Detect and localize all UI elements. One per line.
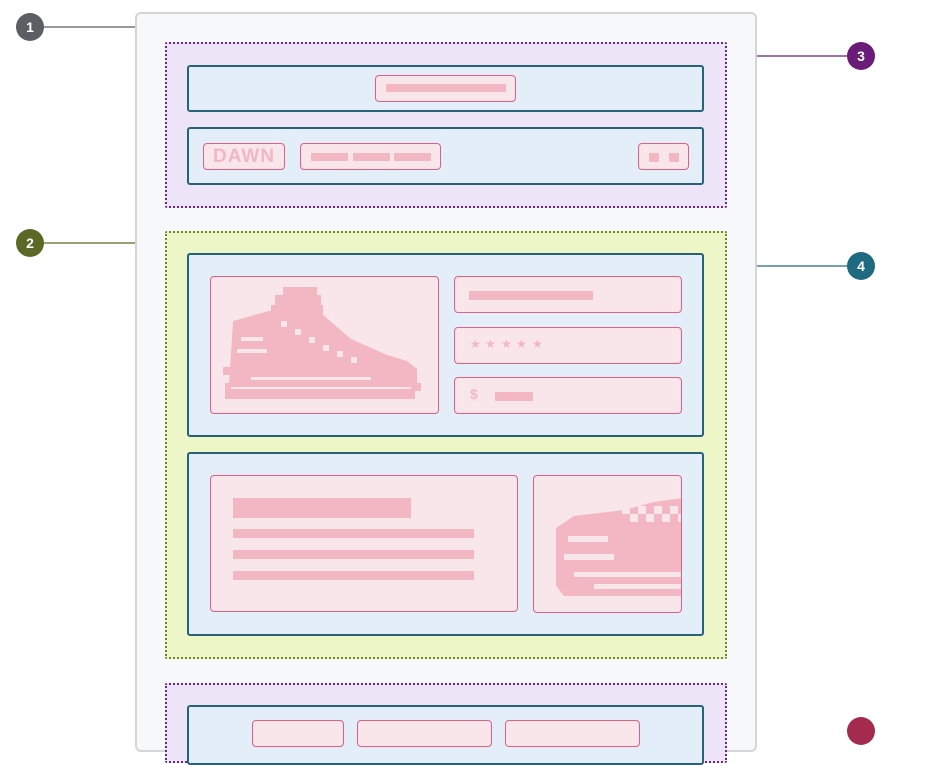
search-icon[interactable] (649, 153, 659, 162)
menu-item-placeholder[interactable] (311, 153, 348, 161)
sneaker-icon (556, 498, 681, 596)
star-icon: ★ (532, 337, 543, 351)
callout-badge-3: 3 (847, 42, 875, 70)
callout-badge-partial (847, 717, 875, 745)
star-icon: ★ (516, 337, 527, 351)
feature-image (533, 475, 682, 613)
cart-icon[interactable] (669, 153, 679, 162)
feature-text-line (233, 571, 474, 580)
star-icon: ★ (501, 337, 512, 351)
callout-badge-1: 1 (16, 13, 44, 41)
price-placeholder (495, 392, 533, 401)
announcement-text-block (375, 75, 516, 102)
feature-text-block (210, 475, 518, 612)
product-image (210, 276, 439, 414)
footer-link-block[interactable] (505, 720, 640, 747)
feature-heading-placeholder (233, 498, 411, 518)
feature-text-line (233, 529, 474, 538)
price-currency: $ (470, 386, 478, 402)
announcement-text-placeholder (386, 84, 506, 92)
star-icon: ★ (470, 337, 481, 351)
footer-link-block[interactable] (357, 720, 492, 747)
callout-badge-4: 4 (847, 252, 875, 280)
star-icon: ★ (485, 337, 496, 351)
callout-badge-2: 2 (16, 229, 44, 257)
header-icons (638, 143, 689, 170)
product-price-block: $ (454, 377, 682, 414)
store-logo[interactable]: DAWN (203, 143, 285, 170)
product-rating-block: ★ ★ ★ ★ ★ (454, 327, 682, 364)
menu-item-placeholder[interactable] (394, 153, 431, 161)
sneaker-icon (223, 287, 421, 399)
footer-link-block[interactable] (252, 720, 344, 747)
main-menu[interactable] (300, 143, 441, 170)
feature-text-line (233, 550, 474, 559)
product-title-block (454, 276, 682, 313)
product-title-placeholder (469, 291, 593, 300)
menu-item-placeholder[interactable] (353, 153, 390, 161)
